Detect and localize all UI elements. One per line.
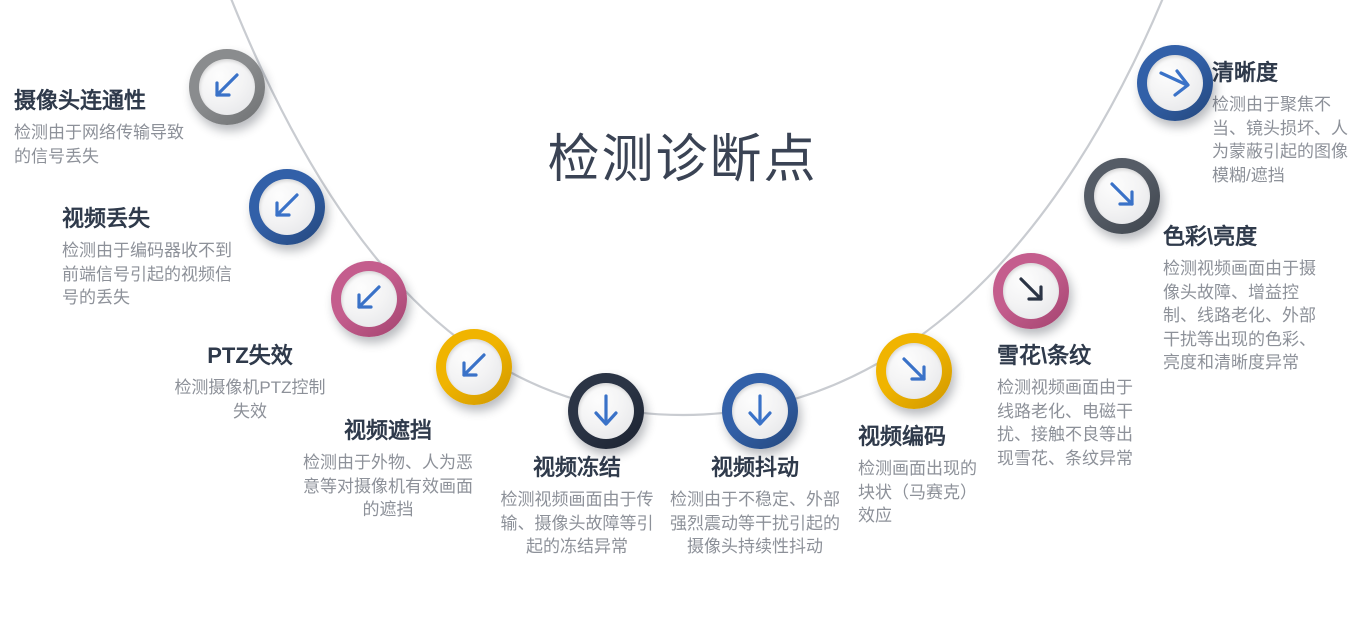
node-desc-snow-stripes: 检测视频画面由于线路老化、电磁干扰、接触不良等出现雪花、条纹异常 xyxy=(997,378,1133,468)
node-video-loss[interactable] xyxy=(249,169,325,245)
node-desc-video-jitter: 检测由于不稳定、外部强烈震动等干扰引起的摄像头持续性抖动 xyxy=(670,490,840,557)
node-label-video-loss: 视频丢失检测由于编码器收不到前端信号引起的视频信号的丢失 xyxy=(62,206,244,310)
arrow-down-icon xyxy=(732,383,788,439)
node-camera-connectivity[interactable] xyxy=(189,49,265,125)
arrow-right-down-icon xyxy=(1147,55,1203,111)
node-title-video-occlusion: 视频遮挡 xyxy=(343,418,432,443)
node-title-ptz-failure: PTZ失效 xyxy=(207,343,293,368)
node-title-color-brightness: 色彩\亮度 xyxy=(1163,224,1258,249)
node-label-clarity: 清晰度检测由于聚焦不当、镜头损坏、人为蒙蔽引起的图像模糊/遮挡 xyxy=(1212,60,1354,187)
node-desc-ptz-failure: 检测摄像机PTZ控制失效 xyxy=(174,378,326,421)
node-clarity[interactable] xyxy=(1137,45,1213,121)
node-label-video-jitter: 视频抖动检测由于不稳定、外部强烈震动等干扰引起的摄像头持续性抖动 xyxy=(670,455,840,559)
node-desc-color-brightness: 检测视频画面由于摄像头故障、增益控制、线路老化、外部干扰等出现的色彩、亮度和清晰… xyxy=(1163,259,1316,373)
node-title-video-jitter: 视频抖动 xyxy=(710,455,799,480)
node-desc-video-encoding: 检测画面出现的块状（马赛克）效应 xyxy=(858,459,977,526)
node-ptz-failure[interactable] xyxy=(331,261,407,337)
node-title-clarity: 清晰度 xyxy=(1212,60,1279,85)
node-video-freeze[interactable] xyxy=(568,373,644,449)
arrow-down-left-icon xyxy=(341,271,397,327)
arrow-down-right-icon xyxy=(1094,168,1150,224)
node-title-snow-stripes: 雪花\条纹 xyxy=(997,343,1092,368)
node-desc-camera-connectivity: 检测由于网络传输导致的信号丢失 xyxy=(14,123,184,166)
arrow-down-left-icon xyxy=(199,59,255,115)
node-desc-video-freeze: 检测视频画面由于传输、摄像头故障等引起的冻结异常 xyxy=(500,490,654,557)
node-label-color-brightness: 色彩\亮度检测视频画面由于摄像头故障、增益控制、线路老化、外部干扰等出现的色彩、… xyxy=(1163,224,1319,375)
node-label-video-encoding: 视频编码检测画面出现的块状（马赛克）效应 xyxy=(858,424,988,528)
page-title: 检测诊断点 xyxy=(547,131,818,189)
node-label-snow-stripes: 雪花\条纹检测视频画面由于线路老化、电磁干扰、接触不良等出现雪花、条纹异常 xyxy=(997,343,1145,470)
node-inner-disc-clarity xyxy=(1147,55,1203,111)
node-title-video-encoding: 视频编码 xyxy=(858,424,947,449)
node-label-ptz-failure: PTZ失效检测摄像机PTZ控制失效 xyxy=(170,343,330,423)
arrow-down-right-icon xyxy=(886,343,942,399)
node-label-video-freeze: 视频冻结检测视频画面由于传输、摄像头故障等引起的冻结异常 xyxy=(498,455,656,559)
node-desc-video-loss: 检测由于编码器收不到前端信号引起的视频信号的丢失 xyxy=(62,241,232,308)
node-video-encoding[interactable] xyxy=(876,333,952,409)
arrow-down-right-icon xyxy=(1003,263,1059,319)
node-desc-video-occlusion: 检测由于外物、人为恶意等对摄像机有效画面的遮挡 xyxy=(303,453,473,520)
node-video-jitter[interactable] xyxy=(722,373,798,449)
node-desc-clarity: 检测由于聚焦不当、镜头损坏、人为蒙蔽引起的图像模糊/遮挡 xyxy=(1212,95,1348,185)
arrow-down-left-icon xyxy=(259,179,315,235)
node-snow-stripes[interactable] xyxy=(993,253,1069,329)
node-label-camera-connectivity: 摄像头连通性检测由于网络传输导致的信号丢失 xyxy=(14,88,199,168)
arrow-down-left-icon xyxy=(446,339,502,395)
node-title-video-freeze: 视频冻结 xyxy=(532,455,621,480)
node-video-occlusion[interactable] xyxy=(436,329,512,405)
arrow-down-icon xyxy=(578,383,634,439)
node-color-brightness[interactable] xyxy=(1084,158,1160,234)
node-title-camera-connectivity: 摄像头连通性 xyxy=(14,88,147,113)
node-title-video-loss: 视频丢失 xyxy=(62,206,151,231)
node-label-video-occlusion: 视频遮挡检测由于外物、人为恶意等对摄像机有效画面的遮挡 xyxy=(300,418,476,522)
